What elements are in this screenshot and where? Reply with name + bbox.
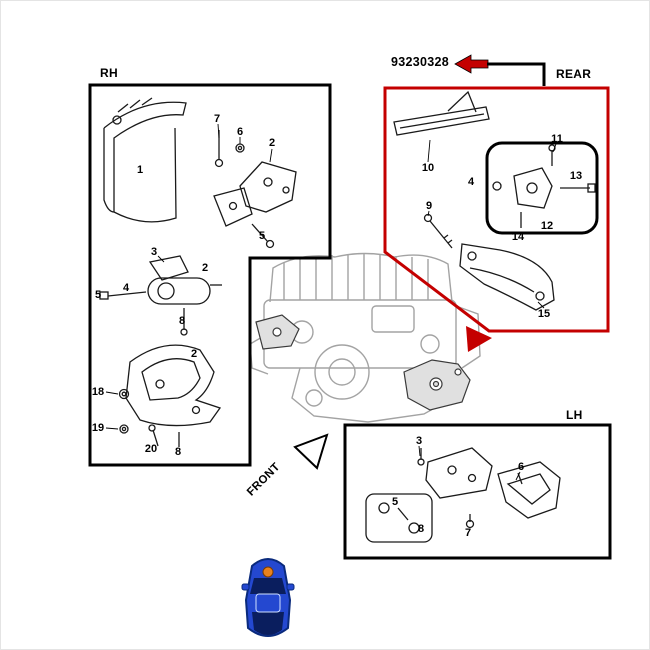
left-arrow-icon <box>454 54 489 74</box>
rear-detail-box <box>485 141 599 235</box>
rear-parts <box>393 90 596 311</box>
car-icon <box>241 558 295 637</box>
rh-box-outline <box>88 83 332 467</box>
rh-label: RH <box>100 66 118 80</box>
lh-parts <box>365 447 561 543</box>
rear-pointer-arrow-icon <box>466 326 492 352</box>
part-number-pointer <box>454 54 546 86</box>
car-roof-marker-icon <box>262 566 274 578</box>
lh-label: LH <box>566 408 583 422</box>
part-number: 93230328 <box>391 55 450 69</box>
front-arrow-icon <box>293 433 329 470</box>
lh-box-outline <box>343 423 612 560</box>
rear-highlight-outline <box>383 86 610 352</box>
rh-parts <box>99 97 297 447</box>
callout-leaders <box>105 123 557 481</box>
rear-label: REAR <box>556 67 592 81</box>
engine-mount-brackets <box>255 314 471 411</box>
